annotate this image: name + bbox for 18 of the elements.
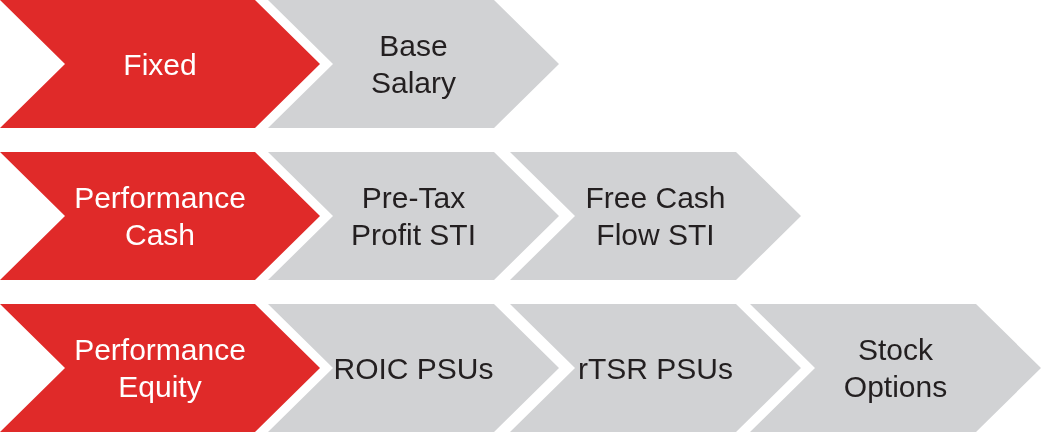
banner-label: Performance Cash [73,180,247,253]
category-banner [0,0,320,128]
banner-label: Pre-Tax Profit STI [350,180,477,253]
step-banner [510,304,801,432]
banner-label: Performance Equity [73,332,247,405]
banner-label: rTSR PSUs [578,350,733,387]
banner-label: Stock Options [842,332,949,405]
banner-label: Base Salary [369,28,457,101]
step-banner [268,152,559,280]
category-banner [0,304,320,432]
step-banner [750,304,1041,432]
step-banner [510,152,801,280]
category-banner [0,152,320,280]
banner-label: Fixed [123,46,197,83]
banner-label: ROIC PSUs [333,350,494,387]
step-banner [268,304,559,432]
banner-label: Free Cash Flow STI [584,180,727,253]
step-banner [268,0,559,128]
